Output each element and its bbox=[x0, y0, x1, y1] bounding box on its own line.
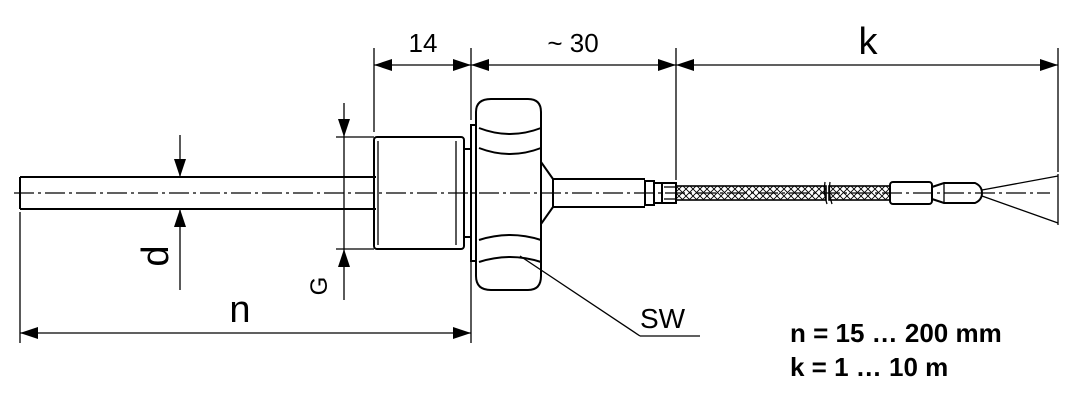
dimension-14: 14 bbox=[374, 28, 471, 71]
probe-rod bbox=[19, 176, 376, 210]
dimension-14-label: 14 bbox=[409, 28, 438, 58]
hex-nut bbox=[475, 98, 542, 291]
neck bbox=[540, 161, 677, 225]
dimension-g-label: G bbox=[306, 277, 333, 296]
extension-lines-top bbox=[373, 48, 1059, 180]
dimension-k: k bbox=[676, 21, 1058, 71]
dimension-d: d bbox=[135, 135, 186, 290]
dimension-n-label: n bbox=[229, 289, 250, 331]
sw-label: SW bbox=[640, 303, 686, 334]
dimension-n: n bbox=[19, 212, 472, 343]
dimension-d-label: d bbox=[135, 245, 177, 266]
dimension-30-label: ~ 30 bbox=[547, 28, 598, 58]
end-ferrule bbox=[889, 181, 984, 205]
threaded-body bbox=[373, 136, 472, 250]
note-n-range: n = 15 … 200 mm bbox=[790, 318, 1002, 348]
dimension-g: G bbox=[306, 103, 374, 300]
braided-cable bbox=[675, 181, 891, 205]
wire-leads bbox=[981, 174, 1059, 225]
sw-leader: SW bbox=[519, 255, 700, 337]
dimension-k-label: k bbox=[859, 21, 879, 63]
dimension-30: ~ 30 bbox=[471, 28, 676, 71]
note-k-range: k = 1 … 10 m bbox=[790, 352, 948, 382]
